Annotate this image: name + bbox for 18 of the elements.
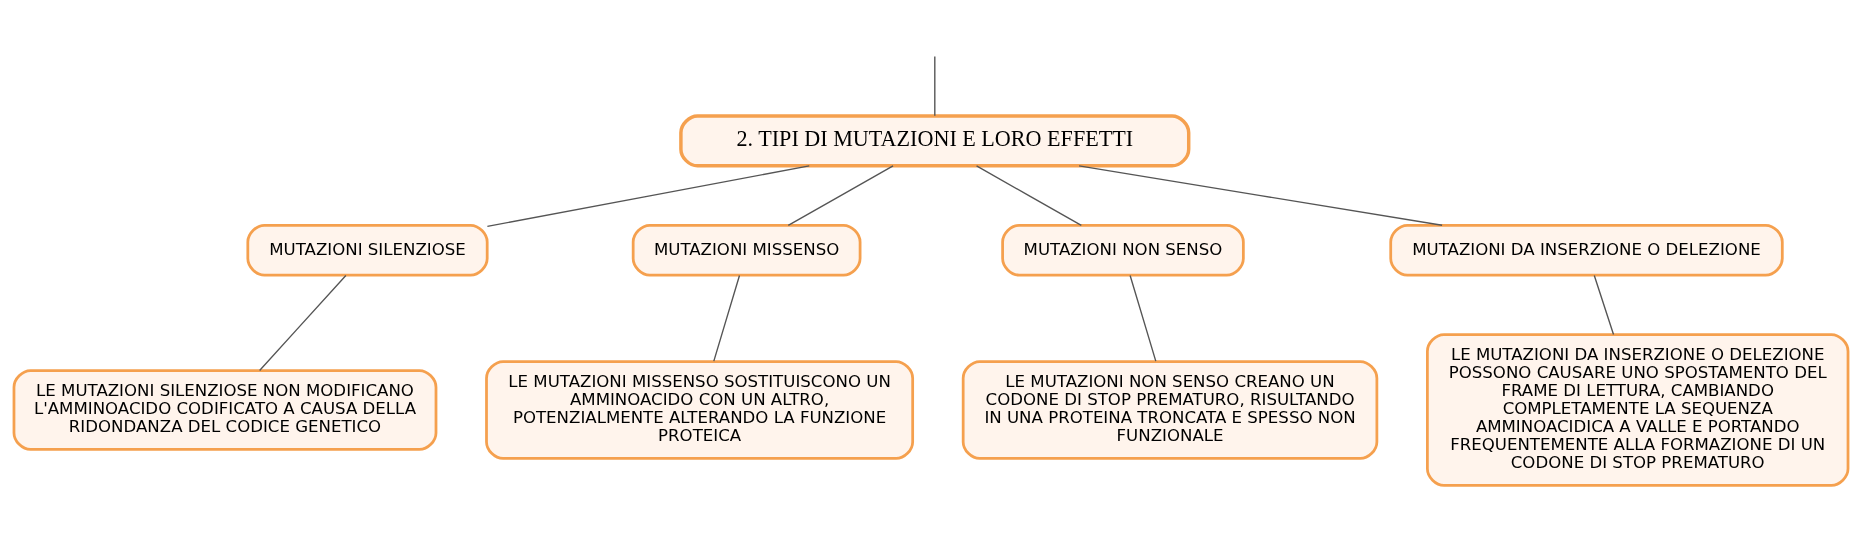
connector — [934, 55, 936, 116]
connector — [975, 164, 1082, 226]
node-box: LE MUTAZIONI DA INSERZIONE O DELEZIONE POSSONO CAUSARE UNO SPOSTAMENTO DEL FRAME DI LETTURA, CAMBIANDO COMPLETAMENTE LA SEQUENZA AMMINOACIDICA A VALLE E PORTANDO FREQUENTEMENTE ALLA FORMAZIONE DI UN CODONE DI STOP PREMATURO — [1426, 332, 1850, 487]
connector — [787, 164, 894, 226]
connector — [486, 164, 810, 227]
connector — [713, 274, 741, 362]
node-box: LE MUTAZIONI MISSENSO SOSTITUISCONO UN AMMINOACIDO CON UN ALTRO, POTENZIALMENTE ALTERANDO LA FUNZIONE PROTEICA — [485, 359, 915, 460]
node-box: MUTAZIONI SILENZIOSE — [246, 223, 489, 277]
node-box: MUTAZIONI DA INSERZIONE O DELEZIONE — [1389, 223, 1784, 277]
node-box: LE MUTAZIONI SILENZIOSE NON MODIFICANO L'AMMINOACIDO CODIFICATO A CAUSA DELLA RIDONDANZA DEL CODICE GENETICO — [12, 368, 438, 451]
node-box: LE MUTAZIONI NON SENSO CREANO UN CODONE DI STOP PREMATURO, RISULTANDO IN UNA PROTEINA TRONCATA E SPESSO NON FUNZIONALE — [961, 359, 1379, 460]
node-box: MUTAZIONI NON SENSO — [1001, 223, 1245, 277]
connector — [1593, 274, 1615, 335]
connector — [1078, 164, 1443, 226]
node-box: 2. TIPI DI MUTAZIONI E LORO EFFETTI — [679, 113, 1191, 168]
connector — [1129, 274, 1157, 362]
connector — [258, 274, 347, 371]
node-box: MUTAZIONI MISSENSO — [631, 223, 862, 277]
